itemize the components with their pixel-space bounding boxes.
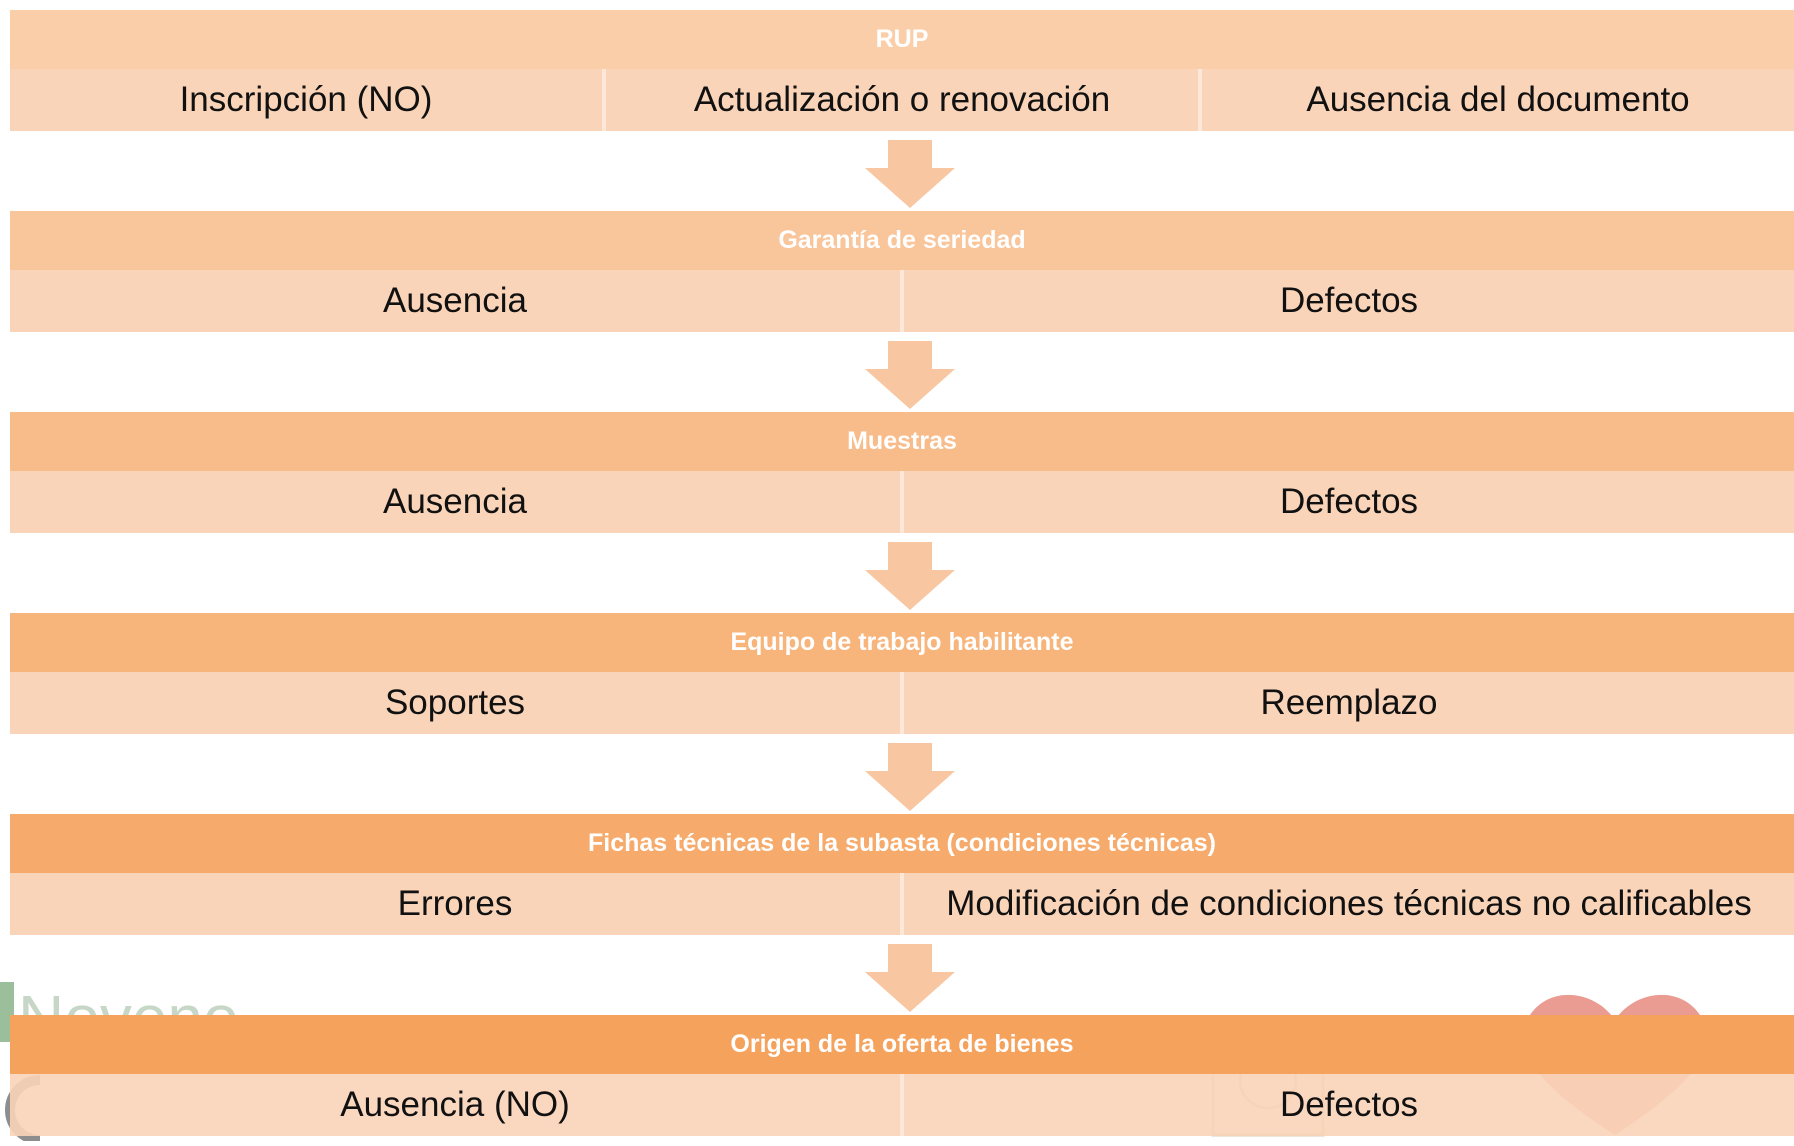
block-row: Inscripción (NO) Actualización o renovac… [10,69,1794,131]
block-cell: Soportes [10,672,900,734]
block-cell: Reemplazo [900,672,1794,734]
block-cell: Ausencia del documento [1198,69,1794,131]
block-rup: RUP Inscripción (NO) Actualización o ren… [10,10,1794,131]
down-arrow-icon [865,140,955,208]
block-row: Ausencia Defectos [10,471,1794,533]
block-cell: Inscripción (NO) [10,69,602,131]
block-cell: Ausencia [10,471,900,533]
down-arrow-icon [865,542,955,610]
block-equipo: Equipo de trabajo habilitante Soportes R… [10,613,1794,734]
block-cell: Actualización o renovación [602,69,1198,131]
block-origen: Origen de la oferta de bienes Ausencia (… [10,1015,1794,1136]
block-header: RUP [10,10,1794,69]
block-cell: Defectos [900,270,1794,332]
block-header: Garantía de seriedad [10,211,1794,270]
down-arrow-icon [865,341,955,409]
block-header: Equipo de trabajo habilitante [10,613,1794,672]
block-cell: Errores [10,873,900,935]
block-row: Ausencia (NO) Defectos [10,1074,1794,1136]
block-cell: Modificación de condiciones técnicas no … [900,873,1794,935]
block-header: Origen de la oferta de bienes [10,1015,1794,1074]
block-header: Fichas técnicas de la subasta (condicion… [10,814,1794,873]
block-cell: Defectos [900,471,1794,533]
block-row: Errores Modificación de condiciones técn… [10,873,1794,935]
down-arrow-icon [865,944,955,1012]
block-muestras: Muestras Ausencia Defectos [10,412,1794,533]
down-arrow-icon [865,743,955,811]
block-cell: Defectos [900,1074,1794,1136]
block-row: Soportes Reemplazo [10,672,1794,734]
block-header: Muestras [10,412,1794,471]
block-cell: Ausencia (NO) [10,1074,900,1136]
block-cell: Ausencia [10,270,900,332]
block-row: Ausencia Defectos [10,270,1794,332]
block-fichas: Fichas técnicas de la subasta (condicion… [10,814,1794,935]
block-garantia: Garantía de seriedad Ausencia Defectos [10,211,1794,332]
